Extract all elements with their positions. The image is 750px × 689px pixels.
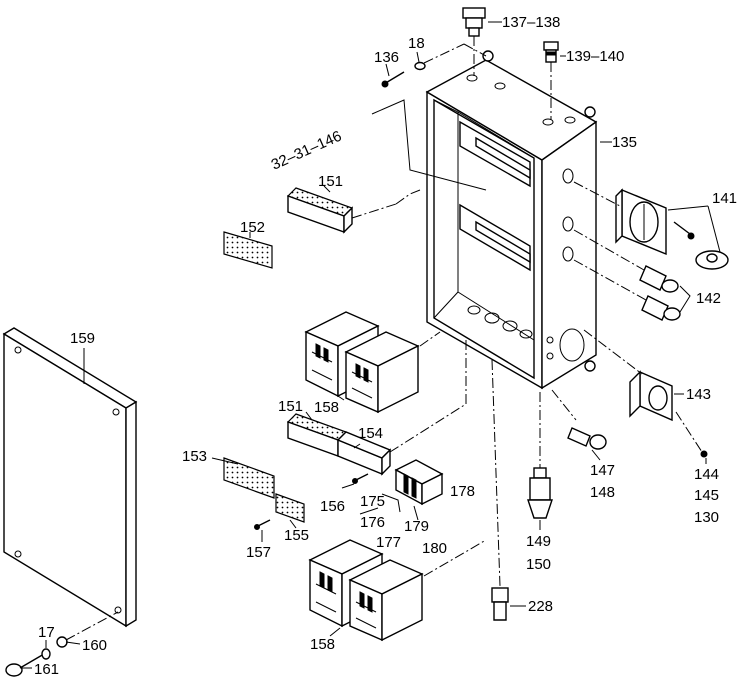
label-160: 160	[82, 637, 107, 654]
label-178: 178	[450, 483, 475, 500]
label-175: 175	[360, 493, 385, 510]
label-149: 149	[526, 533, 551, 550]
label-154: 154	[358, 425, 383, 442]
label-150: 150	[526, 556, 551, 573]
label-32-31-146: 32–31–146	[269, 128, 345, 174]
label-161: 161	[34, 661, 59, 678]
label-176: 176	[360, 514, 385, 531]
terminal-strip-151-upper	[286, 187, 421, 234]
label-137-138: 137–138	[502, 14, 560, 31]
label-153: 153	[182, 448, 207, 465]
label-135: 135	[612, 134, 637, 151]
label-158-upper: 158	[314, 399, 339, 416]
fitting-228	[491, 359, 509, 621]
label-18: 18	[408, 35, 425, 52]
gland-149-150	[527, 392, 553, 519]
label-159: 159	[70, 330, 95, 347]
cover-plate-159	[2, 327, 138, 628]
contactors-158-lower	[308, 539, 487, 642]
label-145: 145	[694, 487, 719, 504]
screw-161	[5, 611, 119, 677]
contactors-158-upper	[304, 311, 441, 414]
screw-157	[254, 519, 271, 530]
indicator-lamp-147-148	[551, 389, 607, 450]
label-155: 155	[284, 527, 309, 544]
label-142: 142	[696, 290, 721, 307]
label-151-lower: 151	[278, 398, 303, 415]
label-158-lower: 158	[310, 636, 335, 653]
label-151-upper: 151	[318, 173, 343, 190]
enclosure-135	[425, 50, 598, 390]
switch-dial-141	[573, 181, 729, 270]
label-147: 147	[590, 462, 615, 479]
marker-strip-152	[223, 231, 273, 269]
marker-strip-155	[275, 493, 305, 523]
label-136: 136	[374, 49, 399, 66]
label-157: 157	[246, 544, 271, 561]
plugs-142	[573, 229, 691, 321]
label-152: 152	[240, 219, 265, 236]
label-177: 177	[376, 534, 401, 551]
label-139-140: 139–140	[566, 48, 624, 65]
label-228: 228	[528, 598, 553, 615]
label-144: 144	[694, 466, 719, 483]
label-156: 156	[320, 498, 345, 515]
leader-lines	[22, 21, 707, 669]
gland-139-140	[543, 41, 559, 120]
label-141: 141	[712, 190, 737, 207]
gland-137-138	[462, 7, 486, 76]
label-148: 148	[590, 484, 615, 501]
screw-156	[352, 473, 369, 484]
terminal-strip-151-lower	[286, 338, 467, 476]
label-180: 180	[422, 540, 447, 557]
aux-block-178	[381, 459, 444, 521]
leader-32-31-146	[371, 99, 487, 191]
label-179: 179	[404, 518, 429, 535]
label-17: 17	[38, 624, 55, 641]
screw-136	[381, 43, 487, 88]
label-130: 130	[694, 509, 719, 526]
aux-contact-143	[583, 329, 708, 458]
label-143: 143	[686, 386, 711, 403]
marker-strip-153	[223, 457, 275, 499]
